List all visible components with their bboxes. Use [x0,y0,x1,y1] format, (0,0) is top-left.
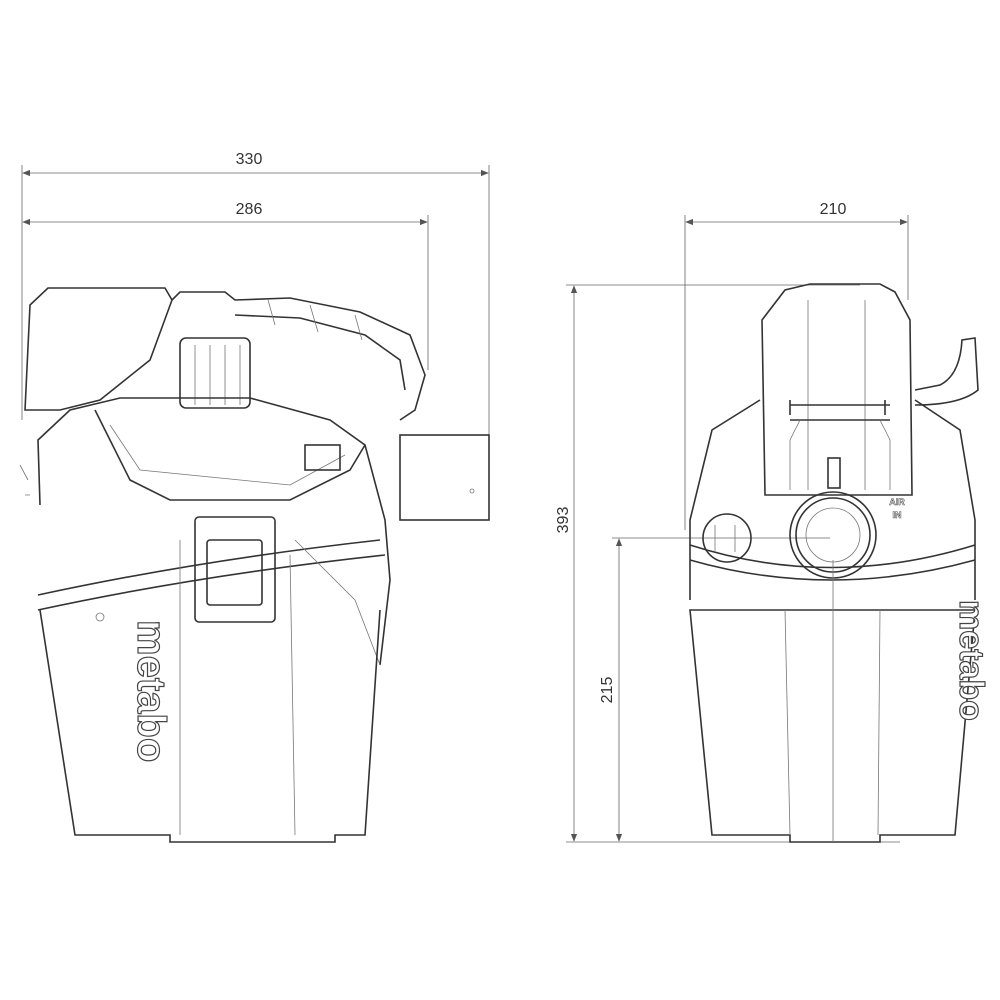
dimension-label: 215 [599,677,616,704]
dimension-330: 330 [21,151,490,435]
dimension-286: 286 [22,201,429,370]
side-view: AIR IN metabo [689,283,991,843]
metabo-logo: metabo [129,620,173,762]
dimension-label: 286 [236,201,263,218]
dimension-label: 393 [555,507,572,534]
dimension-393: 393 [555,284,900,843]
dimension-label: 210 [820,201,847,218]
air-in-label: AIR [889,497,905,507]
air-in-label: IN [893,510,902,520]
dimension-label: 330 [236,151,263,168]
metabo-logo: metabo [952,600,990,721]
dimension-210: 210 [684,201,909,530]
dimension-215: 215 [599,537,830,842]
front-view: metabo [19,287,490,843]
